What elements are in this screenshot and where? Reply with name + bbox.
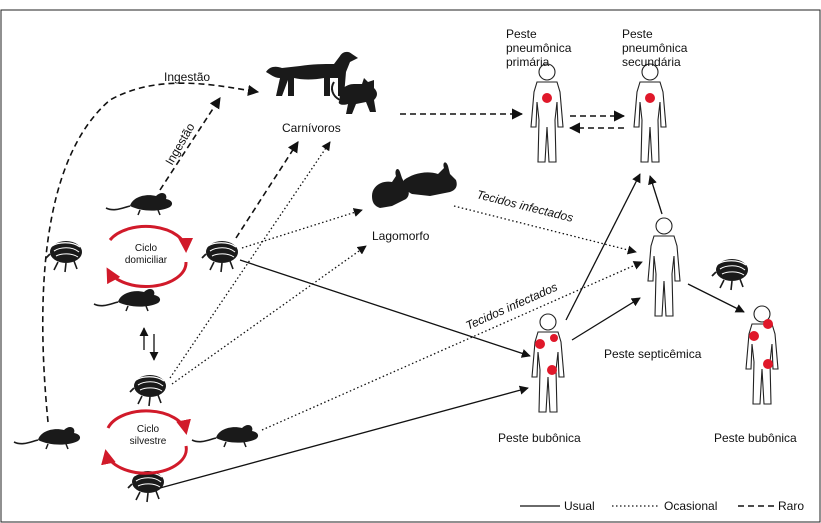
label-peste-primaria-1: Peste: [506, 27, 537, 41]
label-peste-bubonica-1: Peste bubônica: [498, 431, 581, 445]
label-peste-bubonica-2: Peste bubônica: [714, 431, 797, 445]
diagram-border: [1, 10, 820, 522]
rat-icon: [14, 427, 80, 449]
label-peste-septicemica: Peste septicêmica: [604, 347, 702, 361]
rat-icon: [192, 425, 258, 447]
rabbit-icon: [372, 162, 457, 208]
label-peste-primaria-3: primária: [506, 55, 550, 69]
label-ciclo-silvestre-1: Ciclo: [137, 424, 160, 435]
label-peste-secundaria-1: Peste: [622, 27, 653, 41]
septicemic-bubonic-arrow: [688, 284, 744, 312]
flea-carnivore-dotted: [170, 142, 330, 378]
rat-septicemic-dotted: [262, 262, 642, 430]
human-septicemic: [648, 218, 680, 316]
legend-ocasional: Ocasional: [664, 499, 717, 513]
label-lagomorfo: Lagomorfo: [372, 229, 430, 243]
legend: Usual Ocasional Raro: [520, 499, 804, 513]
label-ciclo-domiciliar-2: domiciliar: [125, 255, 168, 266]
flea-icon: [130, 375, 166, 406]
label-tecidos-1: Tecidos infectados: [475, 187, 574, 225]
label-peste-secundaria-2: pneumônica: [622, 41, 688, 55]
label-carnivoros: Carnívoros: [282, 121, 341, 135]
flea-lagomorph-arrow: [242, 210, 362, 248]
legend-usual: Usual: [564, 499, 595, 513]
rat-icon: [94, 289, 160, 311]
flea-icon: [202, 241, 238, 272]
flea-carnivore-arrow: [236, 142, 298, 238]
label-ciclo-silvestre-2: silvestre: [130, 436, 167, 447]
human-bubonic-2: [746, 306, 778, 404]
label-peste-secundaria-3: secundária: [622, 55, 681, 69]
label-ciclo-domiciliar-1: Ciclo: [135, 243, 158, 254]
rat-icon: [106, 193, 172, 215]
ingestion-arrow-rat: [160, 98, 220, 190]
human-pneumonic-secondary: [634, 64, 666, 162]
flea-icon: [128, 471, 164, 502]
septicemic-secondary-arrow: [650, 176, 662, 214]
label-peste-primaria-2: pneumônica: [506, 41, 572, 55]
flea-bubonic-arrow: [240, 260, 530, 356]
legend-raro: Raro: [778, 499, 804, 513]
bubonic-septicemic-arrow: [572, 298, 640, 340]
human-pneumonic-primary: [531, 64, 563, 162]
human-bubonic-1: [532, 314, 564, 412]
label-ingestao-top: Ingestão: [164, 70, 210, 84]
flea-icon: [46, 241, 82, 272]
flea-lagomorph-dotted: [172, 246, 366, 384]
bubonic-secondary-arrow: [566, 174, 640, 320]
flea-icon: [712, 259, 748, 290]
